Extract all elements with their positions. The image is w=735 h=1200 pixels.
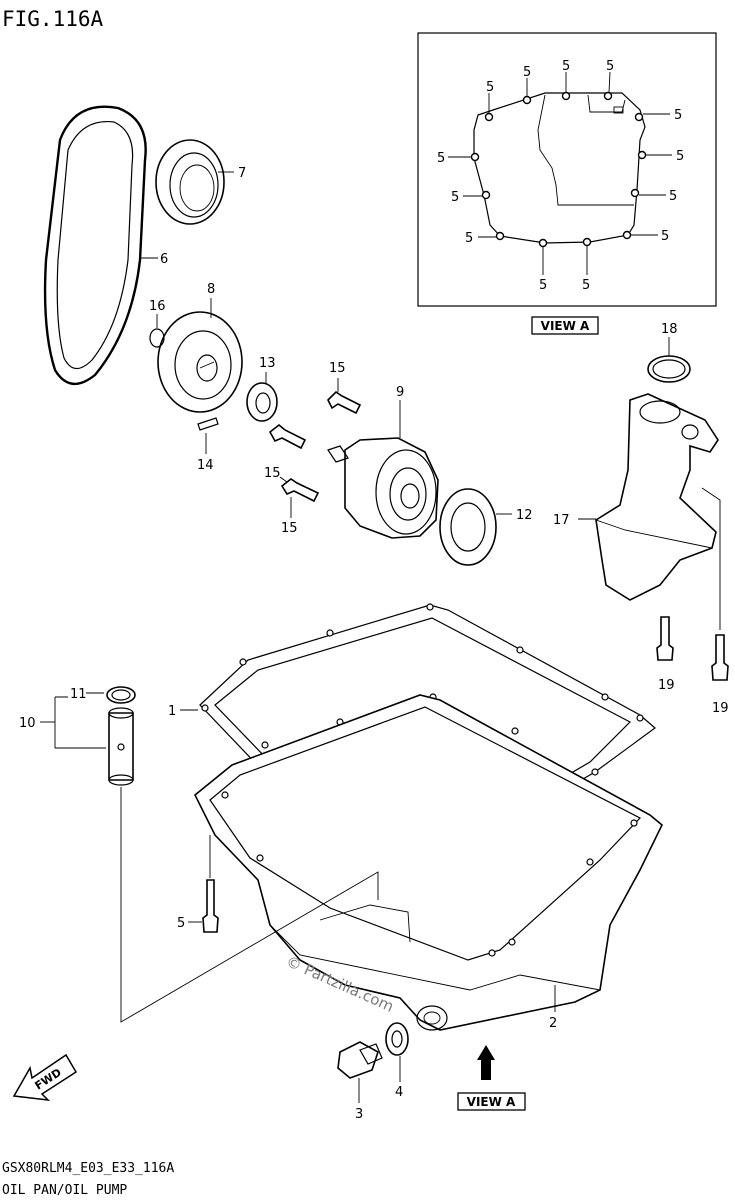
part-5-bolt bbox=[202, 879, 219, 933]
callout-9: 9 bbox=[396, 385, 404, 400]
view-a-callout: 5 bbox=[451, 190, 459, 205]
callout-11: 11 bbox=[70, 687, 87, 702]
part-19-bolt-right bbox=[711, 634, 729, 681]
callout-17: 17 bbox=[553, 513, 570, 528]
callout-8: 8 bbox=[207, 282, 215, 297]
part-4-washer bbox=[385, 1022, 409, 1056]
view-a-callout: 5 bbox=[582, 278, 590, 293]
part-6-chain bbox=[43, 105, 147, 385]
view-a-callout: 5 bbox=[523, 65, 531, 80]
view-a-callout: 5 bbox=[562, 59, 570, 74]
view-a-callout: 5 bbox=[661, 229, 669, 244]
footer-caption: OIL PAN/OIL PUMP bbox=[2, 1183, 127, 1198]
callout-13: 13 bbox=[259, 356, 276, 371]
view-a-callout: 5 bbox=[606, 59, 614, 74]
callout-4: 4 bbox=[395, 1085, 403, 1100]
callout-14: 14 bbox=[197, 458, 214, 473]
view-a-callout: 5 bbox=[437, 151, 445, 166]
view-a-label: VIEW A bbox=[467, 1095, 516, 1109]
callout-19-left: 19 bbox=[658, 678, 675, 693]
callout-18: 18 bbox=[661, 322, 678, 337]
callout-16: 16 bbox=[149, 299, 166, 314]
callout-15-low: 15 bbox=[281, 521, 298, 536]
callout-19-right: 19 bbox=[712, 701, 729, 716]
view-a-callout: 5 bbox=[539, 278, 547, 293]
callout-7: 7 bbox=[238, 166, 246, 181]
part-15-bolt-top bbox=[327, 390, 362, 415]
view-a-callout: 5 bbox=[676, 149, 684, 164]
callout-5-bolt: 5 bbox=[177, 916, 185, 931]
callout-15-top: 15 bbox=[329, 361, 346, 376]
fwd-arrow-icon: FWD bbox=[12, 1053, 78, 1101]
view-a-leader-lines bbox=[448, 71, 672, 275]
callout-6: 6 bbox=[160, 252, 168, 267]
view-a-inset-label: VIEW A bbox=[541, 319, 590, 333]
part-3-drain-plug bbox=[337, 1041, 383, 1079]
part-13-washer bbox=[246, 382, 278, 422]
view-a-plug bbox=[613, 106, 624, 114]
view-a-callouts: 5 5 5 5 5 5 5 5 5 5 5 5 5 bbox=[437, 59, 684, 293]
valve-leader bbox=[120, 787, 379, 1023]
part-16-clip bbox=[149, 328, 165, 348]
part-12-gasket bbox=[439, 488, 497, 566]
callout-10: 10 bbox=[19, 716, 36, 731]
part-10-relief-valve bbox=[106, 686, 136, 786]
part-2-oil-pan bbox=[193, 694, 663, 1031]
part-19-bolt-left bbox=[656, 616, 674, 661]
view-a-pan-outline bbox=[473, 92, 646, 244]
view-a-inset-frame bbox=[417, 32, 717, 307]
callout-2: 2 bbox=[549, 1016, 557, 1031]
part-18-o-ring bbox=[647, 355, 691, 383]
figure-title: FIG.116A bbox=[2, 7, 104, 31]
part-15-bolt-low bbox=[280, 478, 320, 503]
part-8-gear bbox=[157, 311, 243, 413]
view-a-inset-label-box: VIEW A bbox=[531, 316, 599, 335]
view-a-inner-step bbox=[587, 94, 626, 113]
callout-12: 12 bbox=[516, 508, 533, 523]
part-15-bolt-mid bbox=[268, 423, 307, 450]
view-a-bolt-holes bbox=[470, 91, 647, 248]
callout-15-mid: 15 bbox=[264, 466, 281, 481]
callout-3: 3 bbox=[355, 1107, 363, 1122]
part-17-oil-strainer bbox=[595, 393, 719, 601]
view-a-arrow-icon bbox=[477, 1045, 495, 1080]
callout-1: 1 bbox=[168, 704, 176, 719]
callout-10-bracket bbox=[54, 696, 106, 749]
view-a-label-box: VIEW A bbox=[457, 1092, 526, 1111]
view-a-callout: 5 bbox=[465, 231, 473, 246]
part-9-oil-pump bbox=[327, 437, 439, 539]
part-14-pin bbox=[197, 417, 219, 431]
strainer-leader bbox=[701, 487, 721, 630]
view-a-callout: 5 bbox=[669, 189, 677, 204]
view-a-callout: 5 bbox=[674, 108, 682, 123]
view-a-callout: 5 bbox=[486, 80, 494, 95]
footer-code: GSX80RLM4_E03_E33_116A bbox=[2, 1161, 174, 1176]
part-7-seal bbox=[155, 139, 225, 225]
view-a-inner-outline bbox=[537, 94, 634, 206]
